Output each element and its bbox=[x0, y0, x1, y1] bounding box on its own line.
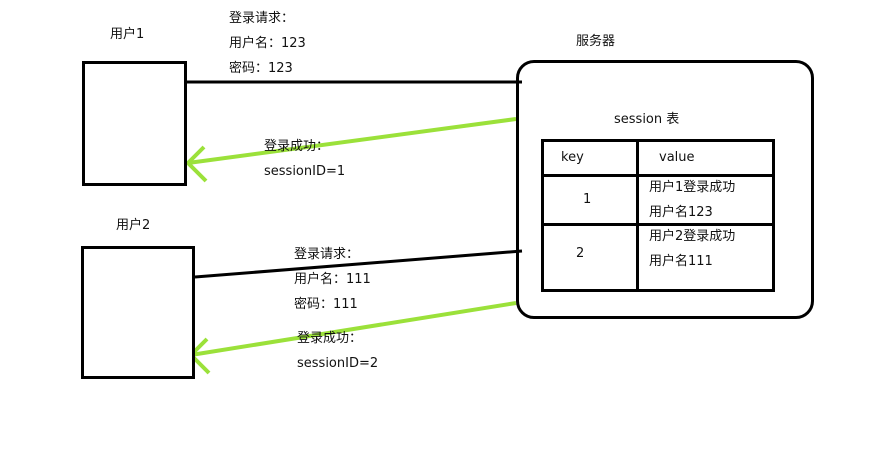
table-row-1-key: 1 bbox=[583, 192, 592, 207]
request2-line3: 密码：111 bbox=[294, 297, 358, 312]
response-arrowhead-user1 bbox=[185, 145, 208, 183]
request-line-user2 bbox=[194, 249, 523, 279]
table-header-value-cell: value bbox=[636, 139, 775, 177]
table-header-key-cell: key bbox=[541, 139, 639, 177]
session-table-title: session 表 bbox=[614, 112, 680, 127]
response1-line1: 登录成功： bbox=[264, 139, 330, 154]
user2-box bbox=[81, 246, 195, 379]
response2-line1: 登录成功： bbox=[297, 331, 363, 346]
table-row-1-value-line1: 用户1登录成功 bbox=[649, 180, 736, 195]
table-row-2-value-line1: 用户2登录成功 bbox=[649, 229, 736, 244]
table-header-value: value bbox=[659, 150, 695, 165]
table-row-2-key-cell: 2 bbox=[541, 223, 639, 292]
response2-line2: sessionID=2 bbox=[297, 356, 379, 371]
table-header-key: key bbox=[561, 150, 584, 165]
table-row-1-value-line2: 用户名123 bbox=[649, 205, 713, 220]
user1-title: 用户1 bbox=[110, 27, 145, 42]
request1-line3: 密码：123 bbox=[229, 61, 293, 76]
user1-box bbox=[82, 61, 187, 186]
request2-line1: 登录请求： bbox=[294, 247, 360, 262]
request1-line2: 用户名：123 bbox=[229, 36, 306, 51]
server-title: 服务器 bbox=[576, 34, 616, 49]
table-row-1-value-cell: 用户1登录成功 用户名123 bbox=[636, 174, 775, 226]
request2-line2: 用户名：111 bbox=[294, 272, 371, 287]
table-row-2-value-cell: 用户2登录成功 用户名111 bbox=[636, 223, 775, 292]
table-row-2-value-line2: 用户名111 bbox=[649, 254, 713, 269]
server-box bbox=[516, 60, 814, 319]
response1-line2: sessionID=1 bbox=[264, 164, 346, 179]
session-table: key value 1 用户1登录成功 用户名123 2 用户2登录成功 用户名… bbox=[541, 139, 775, 292]
request1-line1: 登录请求： bbox=[229, 11, 295, 26]
user2-title: 用户2 bbox=[116, 218, 151, 233]
response-arrow-user1 bbox=[187, 117, 517, 165]
table-row-2-key: 2 bbox=[576, 246, 585, 261]
table-row-1-key-cell: 1 bbox=[541, 174, 639, 226]
response-arrow-user2 bbox=[190, 301, 517, 357]
